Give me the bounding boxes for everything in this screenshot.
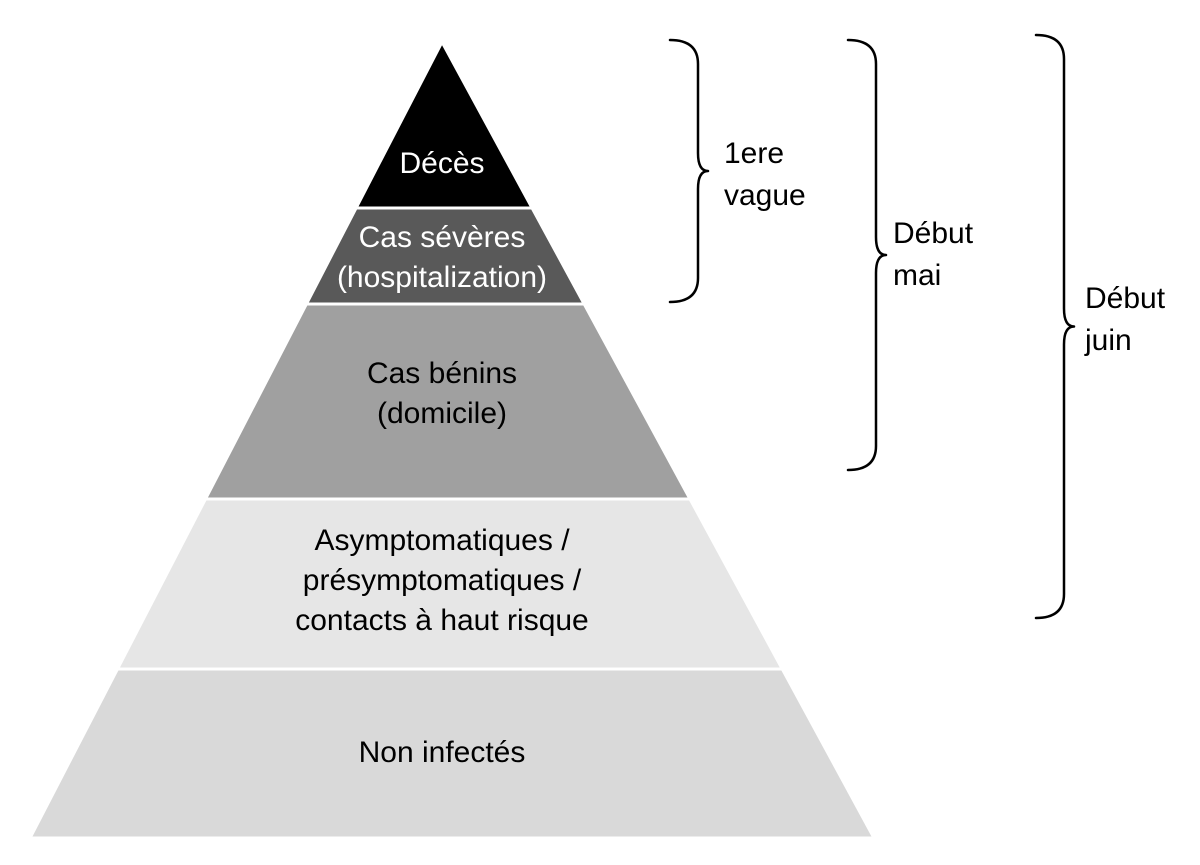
brace-label-line: juin <box>1084 324 1132 357</box>
brace-label-1ere-vague: 1ere vague <box>724 137 806 212</box>
tier-label-non-infectes: Non infectés <box>359 736 526 769</box>
tier-label-line: présymptomatiques / <box>303 564 582 597</box>
tier-label-line: (hospitalization) <box>337 261 547 294</box>
tier-label-line: (domicile) <box>377 397 507 430</box>
brace-label-debut-juin: Début juin <box>1084 282 1166 357</box>
brace-label-debut-mai: Début mai <box>893 217 974 292</box>
tier-label-line: Non infectés <box>359 736 526 769</box>
brace-label-line: Début <box>1085 282 1166 315</box>
tier-label-cas-severes: Cas sévères (hospitalization) <box>337 221 547 294</box>
brace-label-line: mai <box>893 259 941 292</box>
brace-debut-juin <box>1034 33 1076 620</box>
tier-deces <box>353 38 535 210</box>
tier-label-line: Asymptomatiques / <box>314 524 570 557</box>
tier-label-cas-benins: Cas bénins (domicile) <box>367 357 517 430</box>
tier-label-line: Décès <box>399 147 484 180</box>
tier-label-asymptomatiques: Asymptomatiques / présymptomatiques / cont… <box>295 524 589 637</box>
brace-label-line: 1ere <box>724 137 784 170</box>
brace-debut-mai <box>846 38 888 472</box>
tier-label-deces: Décès <box>399 147 484 180</box>
tier-non-infectes <box>27 667 877 840</box>
brace-label-line: vague <box>724 179 806 212</box>
brace-label-line: Début <box>893 217 974 250</box>
tier-label-line: Cas bénins <box>367 357 517 390</box>
tier-label-line: Cas sévères <box>359 221 526 254</box>
brace-1ere-vague <box>668 38 710 304</box>
tier-label-line: contacts à haut risque <box>295 604 589 637</box>
